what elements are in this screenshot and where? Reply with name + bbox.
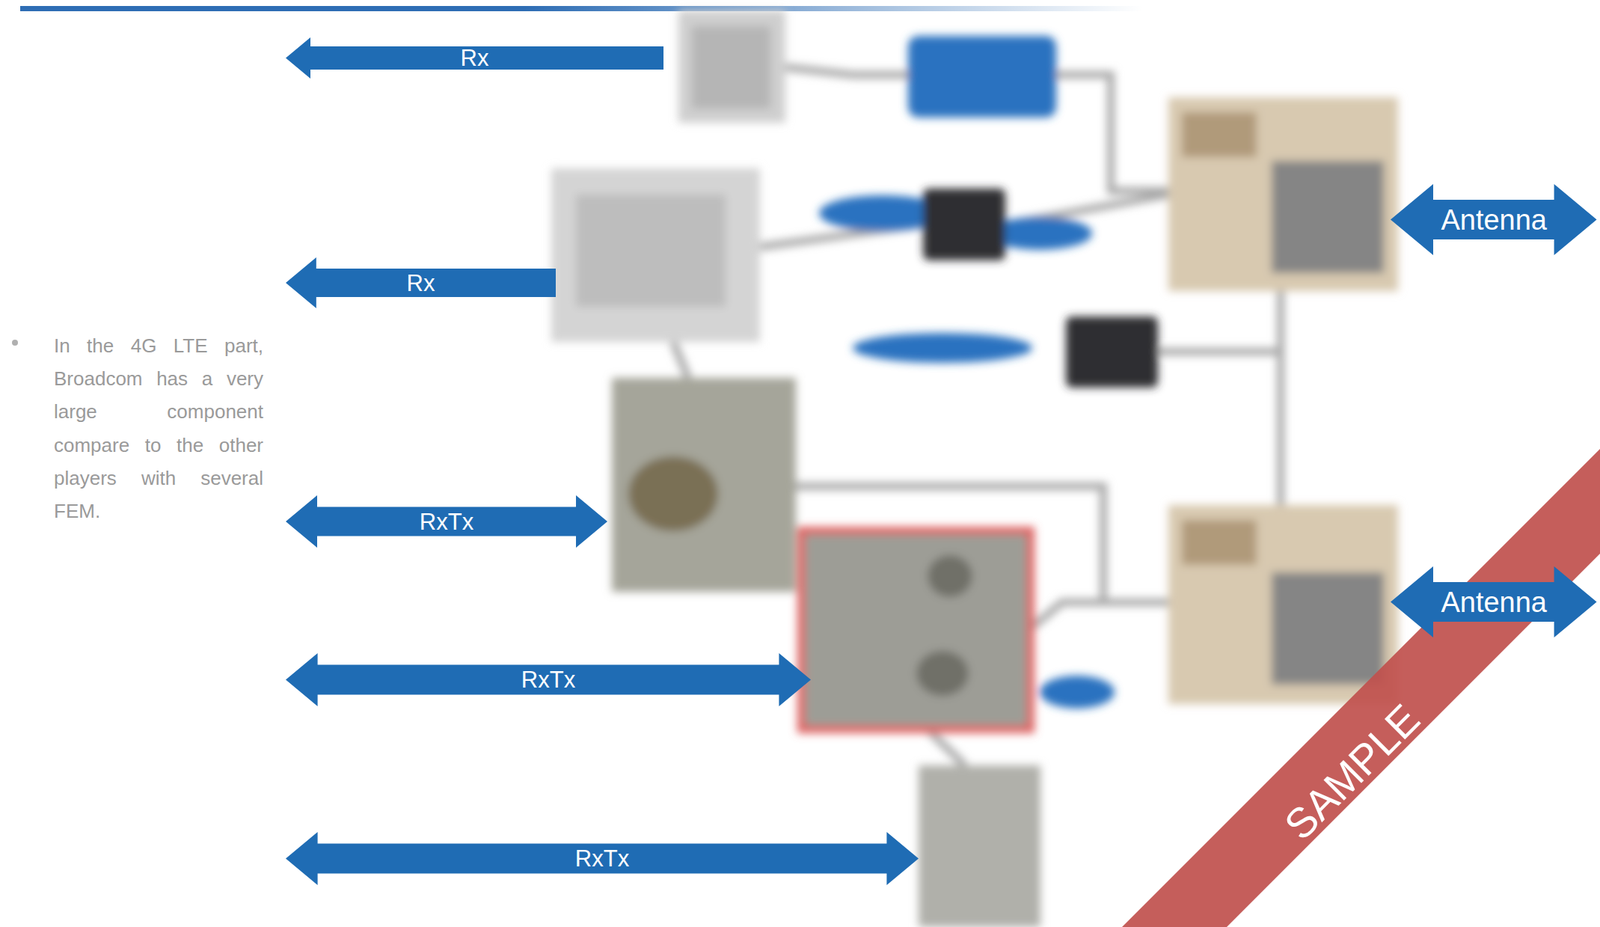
arrow-node: Antenna (1390, 566, 1598, 638)
title-rule (20, 5, 1143, 12)
arrow-label: Antenna (1440, 587, 1547, 617)
arrow-node: Antenna (1390, 184, 1598, 256)
arrow-node: RxTx (285, 495, 608, 548)
arrow-outline (285, 653, 811, 707)
arrow-outline (1390, 184, 1598, 256)
arrow-label: RxTx (575, 846, 630, 870)
arrow-label: Rx (460, 46, 490, 70)
arrow-outline (1390, 566, 1598, 638)
arrow-node: RxTx (285, 653, 811, 707)
arrow-label: RxTx (419, 510, 474, 534)
bullet-note: In the 4G LTE part, Broadcom has a very … (53, 329, 264, 528)
arrow-node: RxTx (285, 831, 919, 885)
arrow-label: Antenna (1440, 205, 1547, 235)
watermark-band (1122, 448, 1600, 927)
arrow-outline (285, 257, 556, 309)
arrow-outline (285, 495, 608, 548)
arrow-node: Rx (285, 257, 556, 309)
arrow-label: Rx (406, 271, 436, 295)
arrow-outline (285, 37, 664, 79)
arrow-node: Rx (285, 37, 664, 79)
bullet-dot (11, 339, 18, 346)
arrow-outline (285, 831, 919, 885)
arrow-label: RxTx (521, 667, 576, 692)
